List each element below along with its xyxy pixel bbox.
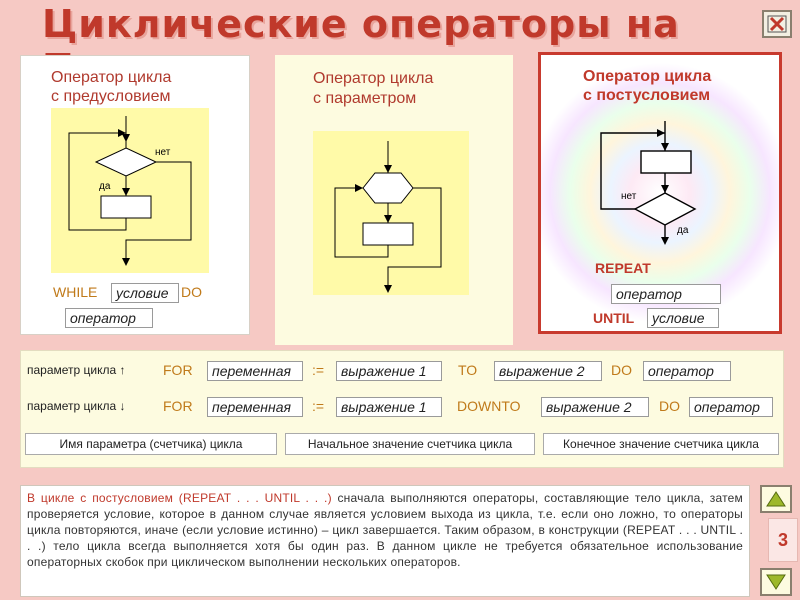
precondition-condition-field: условие xyxy=(111,283,179,303)
precondition-title-line1: Оператор цикла xyxy=(51,69,172,86)
row2-variable-field: переменная xyxy=(207,397,303,417)
row1-label: параметр цикла ↑ xyxy=(27,363,126,377)
row2-keyword-do: DO xyxy=(659,398,680,414)
arrow-down-icon xyxy=(766,574,786,590)
arrow-up-icon xyxy=(766,491,786,507)
postcondition-operator-field: оператор xyxy=(611,284,721,304)
close-button[interactable] xyxy=(762,10,792,38)
precondition-title-line2: с предусловием xyxy=(51,88,171,105)
row1-keyword-to: TO xyxy=(458,362,478,378)
row1-keyword-do: DO xyxy=(611,362,632,378)
postcondition-no-label: нет xyxy=(621,191,637,202)
precondition-yes-label: да xyxy=(99,181,111,192)
postcondition-panel: Оператор цикла с постусловием нет да REP… xyxy=(538,52,782,334)
hint-initial-value: Начальное значение счетчика цикла xyxy=(285,433,535,455)
row1-keyword-for: FOR xyxy=(163,362,193,378)
parameter-panel: Оператор цикла с параметром xyxy=(275,55,513,345)
keyword-until: UNTIL xyxy=(593,310,635,326)
for-syntax-panel: параметр цикла ↑ FOR переменная := выраж… xyxy=(20,350,784,468)
description-text: В цикле с постусловием (REPEAT . . . UNT… xyxy=(20,485,750,597)
precondition-flowchart: нет да xyxy=(51,108,209,273)
keyword-repeat: REPEAT xyxy=(595,260,651,276)
postcondition-title-line2: с постусловием xyxy=(583,87,711,104)
row2-assign: := xyxy=(312,398,325,414)
keyword-do: DO xyxy=(181,284,202,300)
parameter-title-line2: с параметром xyxy=(313,90,417,107)
hint-counter-name: Имя параметра (счетчика) цикла xyxy=(25,433,277,455)
parameter-flowchart xyxy=(313,131,469,295)
postcondition-title-line1: Оператор цикла xyxy=(583,68,712,85)
row2-expression2-field: выражение 2 xyxy=(541,397,649,417)
precondition-no-label: нет xyxy=(155,147,171,158)
postcondition-condition-field: условие xyxy=(647,308,719,328)
prev-slide-button[interactable] xyxy=(760,485,792,513)
keyword-while: WHILE xyxy=(53,284,98,300)
postcondition-flowchart: нет да xyxy=(593,115,713,245)
precondition-operator-field: оператор xyxy=(65,308,153,328)
row2-operator-field: оператор xyxy=(689,397,773,417)
row2-label: параметр цикла ↓ xyxy=(27,399,126,413)
postcondition-yes-label: да xyxy=(677,225,689,236)
row1-expression2-field: выражение 2 xyxy=(494,361,602,381)
row1-expression1-field: выражение 1 xyxy=(336,361,442,381)
row2-keyword-downto: DOWNTO xyxy=(457,398,521,414)
row2-keyword-for: FOR xyxy=(163,398,193,414)
page-number: 3 xyxy=(768,518,798,562)
description-highlight: В цикле с постусловием (REPEAT . . . UNT… xyxy=(27,491,332,505)
close-icon xyxy=(767,15,787,33)
description-body: сначала выполняются операторы, составляю… xyxy=(27,491,743,569)
next-slide-button[interactable] xyxy=(760,568,792,596)
row1-variable-field: переменная xyxy=(207,361,303,381)
row1-assign: := xyxy=(312,362,325,378)
hint-final-value: Конечное значение счетчика цикла xyxy=(543,433,779,455)
row1-operator-field: оператор xyxy=(643,361,731,381)
row2-expression1-field: выражение 1 xyxy=(336,397,442,417)
parameter-title-line1: Оператор цикла xyxy=(313,70,434,87)
precondition-panel: Оператор цикла с предусловием нет да WHI… xyxy=(20,55,250,335)
